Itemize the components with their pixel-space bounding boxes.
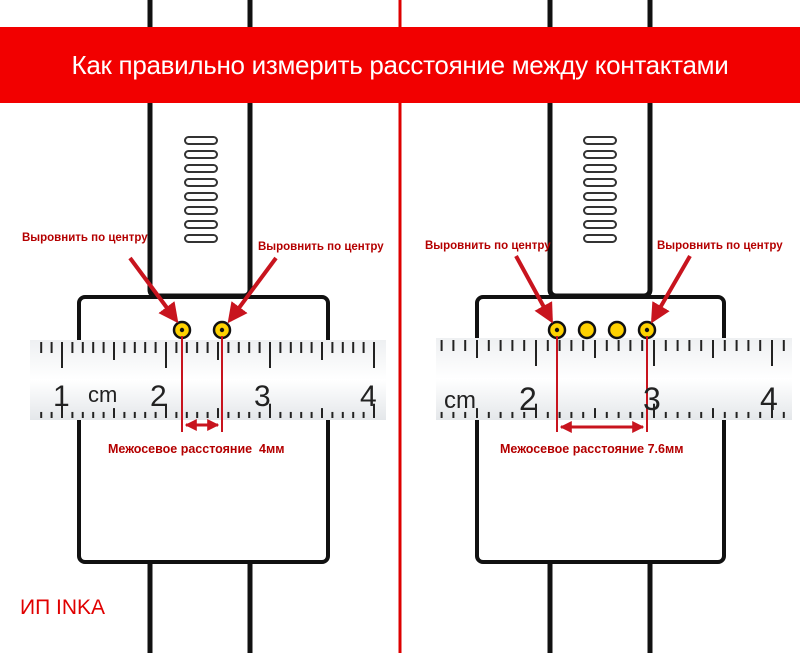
left-align-arrow-2: [227, 256, 278, 324]
left-ruler-num-4: 4: [360, 380, 377, 413]
left-ruler-unit: cm: [88, 382, 117, 407]
right-align-arrow-2: [650, 254, 692, 324]
right-align-label-2: Выровнить по центру: [657, 240, 783, 252]
left-align-label-2: Выровнить по центру: [258, 241, 384, 253]
left-ruler-num-2: 2: [150, 380, 167, 413]
left-strap-holes: [184, 136, 218, 243]
right-align-label-1: Выровнить по центру: [425, 240, 551, 252]
right-strap-holes: [583, 136, 617, 243]
left-ruler-num-1: 1: [53, 380, 70, 413]
right-align-arrow-1: [514, 255, 553, 324]
left-device-body: [77, 295, 330, 564]
left-align-label-1: Выровнить по центру: [22, 232, 148, 244]
right-strap-bottom: [547, 553, 653, 653]
right-device-body: [475, 295, 726, 564]
right-contact-3: [607, 320, 627, 340]
right-ruler-unit: cm: [444, 387, 476, 414]
right-ruler-num-3: 3: [643, 381, 661, 417]
right-ruler: [436, 338, 792, 420]
left-ruler-num-3: 3: [254, 380, 271, 413]
right-ruler-num-4: 4: [760, 381, 778, 417]
right-measure-label: Межосевое расстояние 7.6мм: [500, 442, 683, 456]
left-panel: Выровнить по центру Выровнить по центру …: [22, 0, 386, 653]
brand-label: ИП INKA: [20, 596, 106, 619]
left-ruler: [30, 340, 386, 420]
right-panel: Выровнить по центру Выровнить по центру …: [425, 0, 792, 653]
title-banner: [0, 27, 800, 103]
left-measure-label: Межосевое расстояние 4мм: [108, 442, 285, 456]
page-title: Как правильно измерить расстояние между …: [71, 50, 729, 80]
right-contact-2: [577, 320, 597, 340]
left-strap-bottom: [147, 553, 253, 653]
right-ruler-num-2: 2: [519, 381, 537, 417]
left-align-arrow-1: [128, 256, 179, 324]
